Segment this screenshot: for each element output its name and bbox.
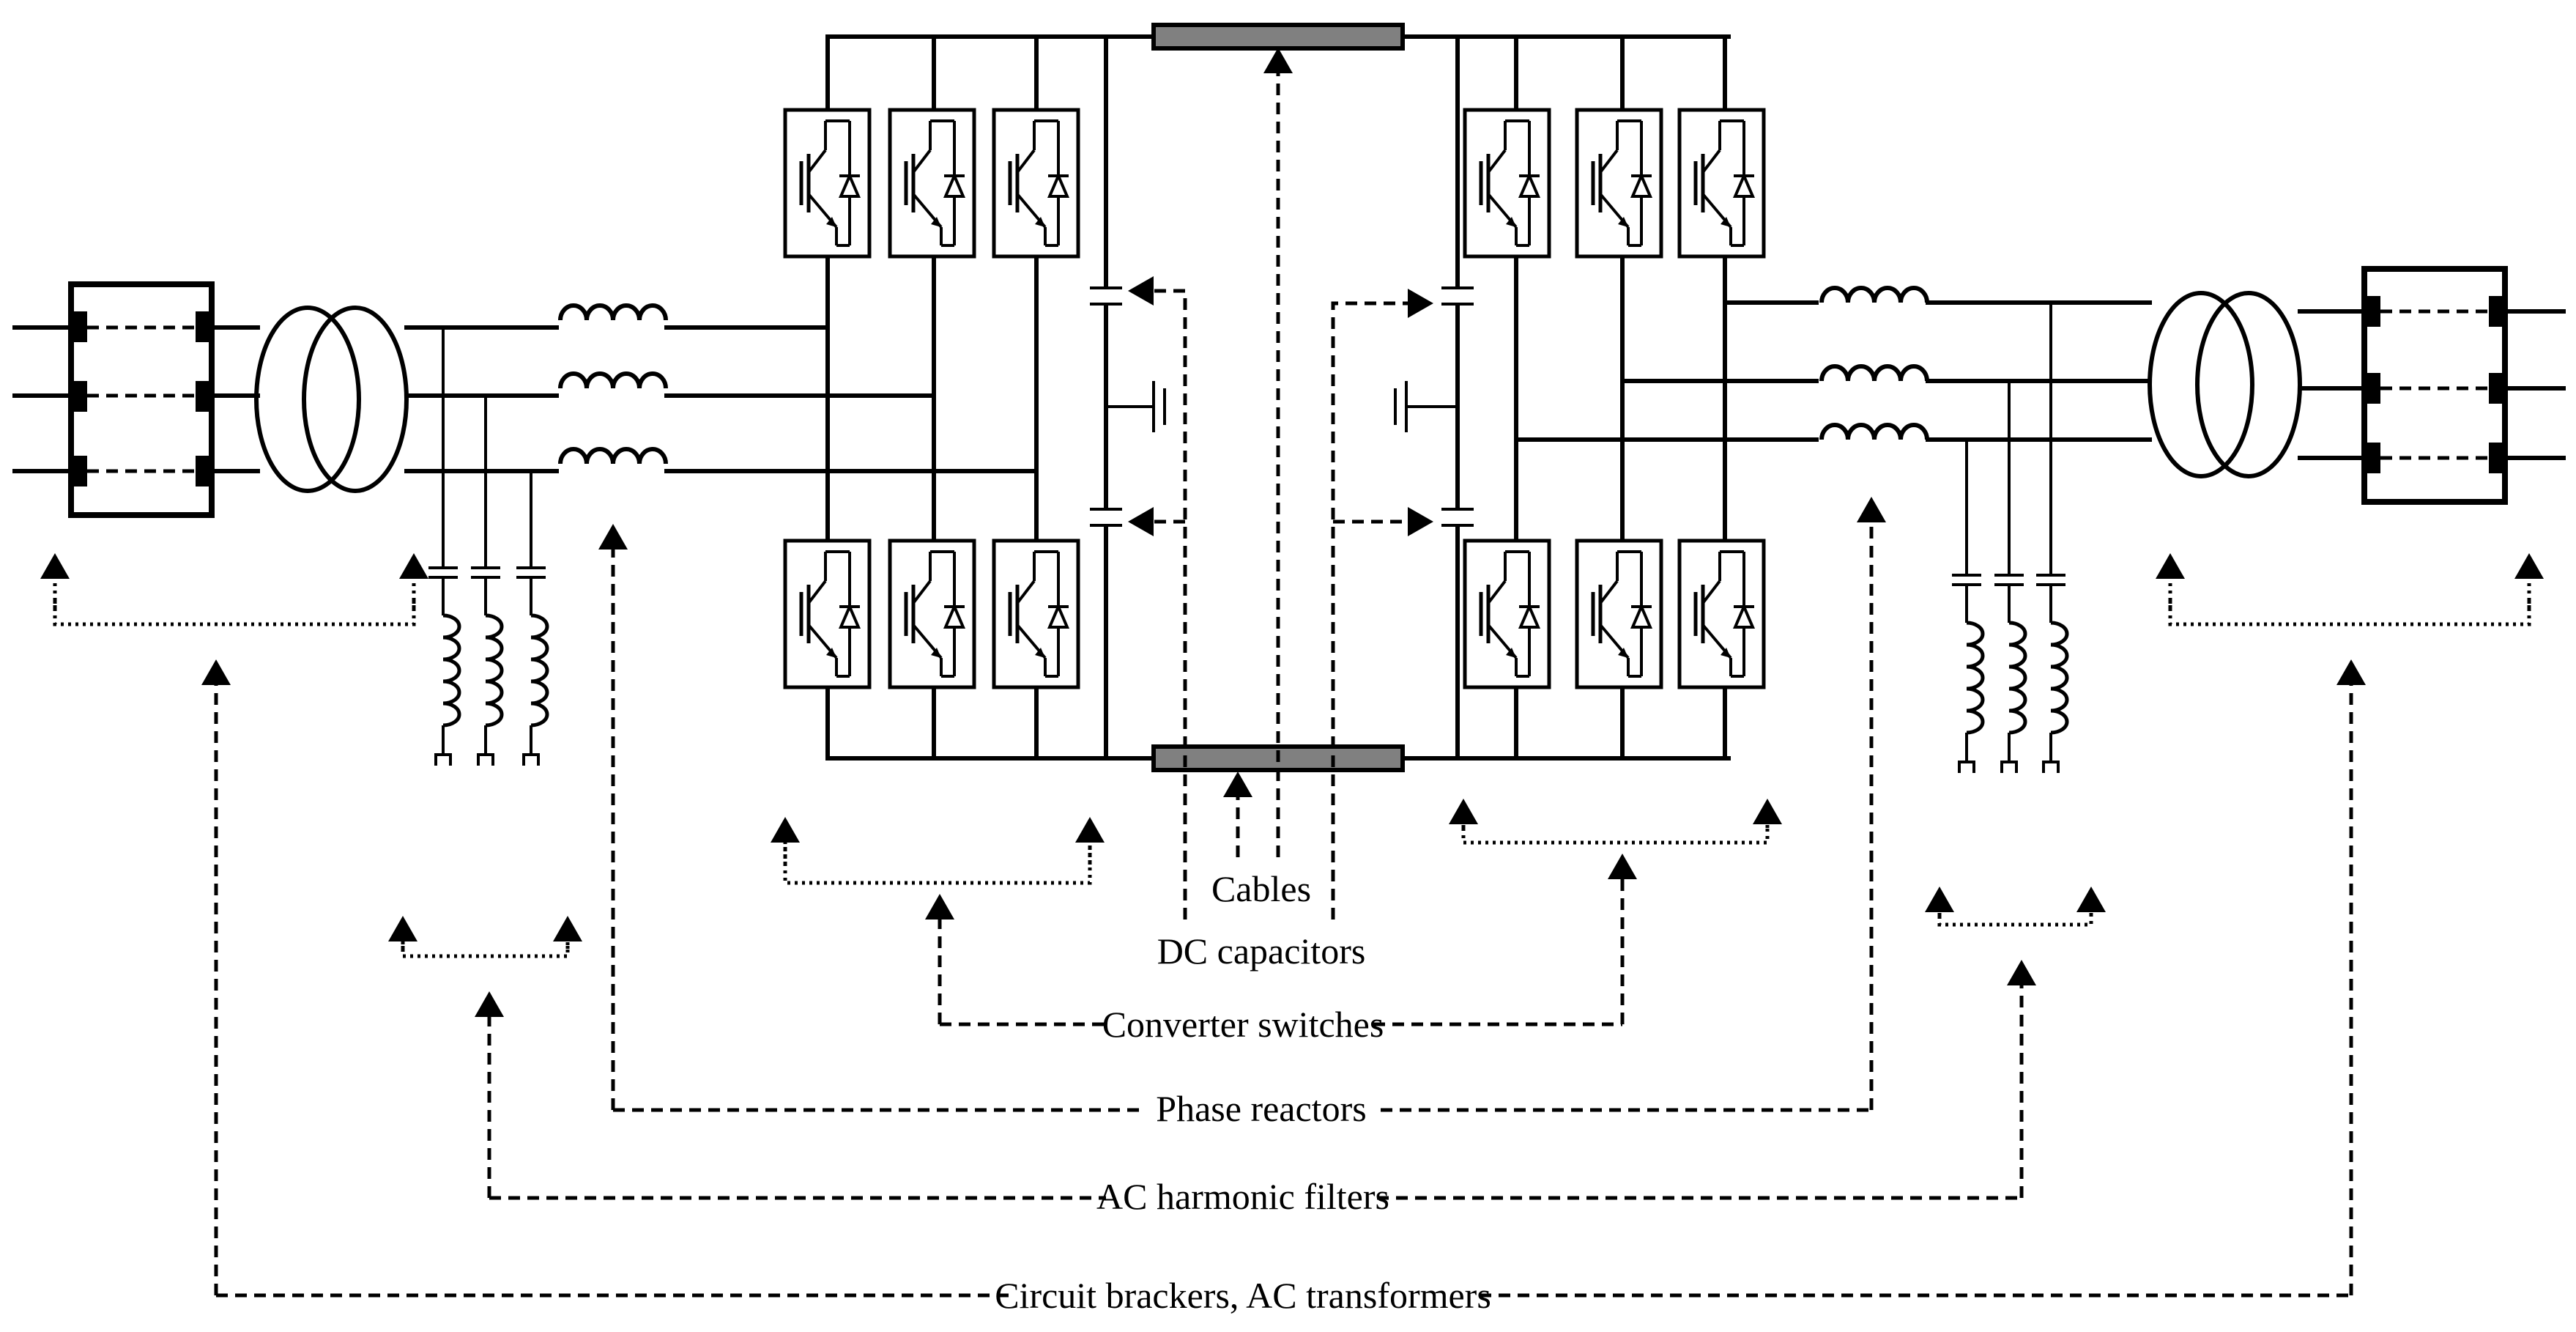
left-harmonic-filters	[428, 513, 547, 766]
right-converter	[1394, 34, 1764, 761]
right-harmonic-filters	[1952, 520, 2067, 773]
labels: Cables DC capacitors Converter switches …	[995, 868, 1491, 1316]
right-circuit-breaker	[2361, 266, 2508, 505]
left-circuit-breaker	[68, 281, 215, 518]
left-ac-side	[12, 281, 1039, 766]
left-phase-reactors	[560, 306, 666, 464]
right-converter-switches	[1465, 110, 1764, 687]
label-phase-reactors: Phase reactors	[1156, 1088, 1366, 1129]
label-converter-switches: Converter switches	[1102, 1004, 1384, 1045]
right-transformer	[2148, 291, 2302, 478]
label-dc-capacitors: DC capacitors	[1157, 930, 1366, 972]
label-ac-harmonic-filters: AC harmonic filters	[1096, 1176, 1389, 1217]
left-dc-capacitors	[1090, 286, 1166, 527]
right-ac-side	[1514, 266, 2566, 773]
annotation-arrows	[40, 48, 2544, 1298]
positive-cable	[1151, 23, 1405, 51]
left-converter	[785, 34, 1166, 761]
label-cables: Cables	[1211, 868, 1311, 909]
label-breakers-transformers: Circuit brackers, AC transformers	[995, 1275, 1491, 1316]
left-transformer	[254, 306, 409, 493]
right-dc-capacitors	[1394, 286, 1474, 527]
right-phase-reactors	[1822, 288, 1927, 440]
